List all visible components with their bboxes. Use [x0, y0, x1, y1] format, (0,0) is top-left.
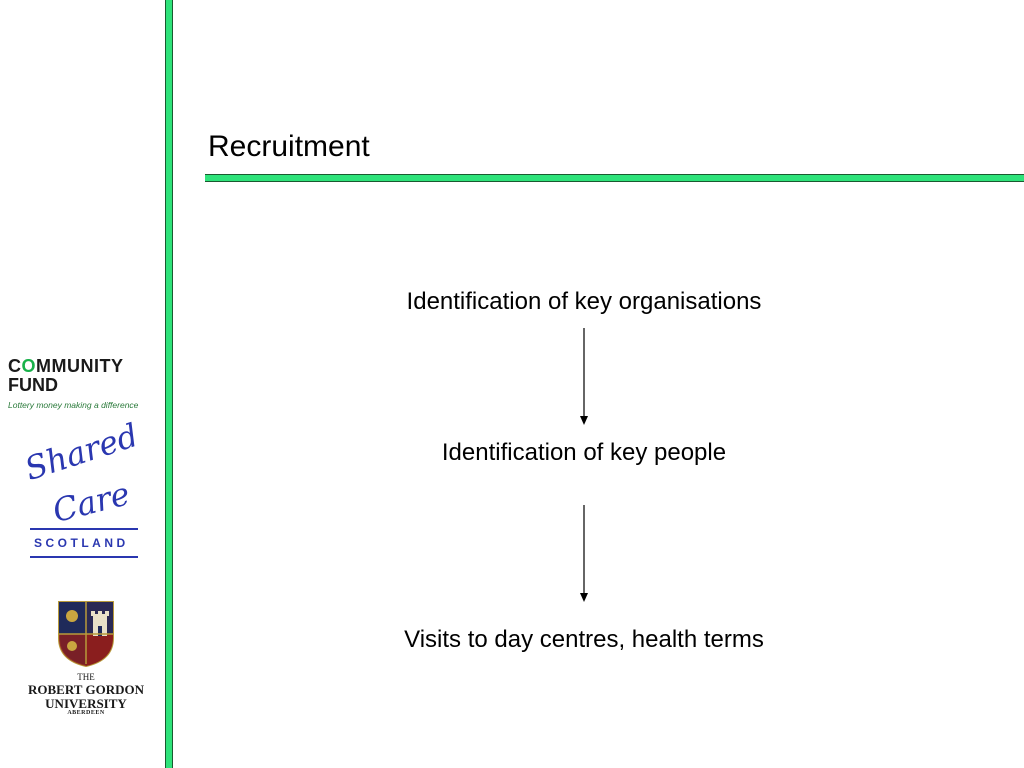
- sidebar-divider: [165, 0, 173, 768]
- rgu-line1: ROBERT GORDON: [28, 682, 144, 697]
- shared-care-word2: Care: [48, 474, 134, 530]
- robert-gordon-university-logo: THE ROBERT GORDON UNIVERSITY ABERDEEN: [20, 600, 152, 720]
- rgu-line0: THE: [77, 672, 95, 682]
- shared-care-scotland-logo: Shared Care SCOTLAND: [20, 416, 143, 566]
- community-fund-logo-line1: COMMUNITY: [8, 356, 124, 376]
- rgu-line2: UNIVERSITY: [45, 696, 127, 711]
- university-crest-icon: [58, 601, 114, 668]
- shared-care-word3: SCOTLAND: [34, 536, 129, 550]
- community-fund-logo-line2: FUND: [8, 375, 58, 395]
- community-fund-logo: COMMUNITY FUND Lottery money making a di…: [8, 356, 158, 416]
- slide-title: Recruitment: [208, 130, 370, 163]
- title-underline: [205, 174, 1024, 182]
- step-1: Identification of key organisations: [406, 288, 762, 315]
- arrow-down-icon: [580, 328, 588, 425]
- community-fund-tagline: Lottery money making a difference: [8, 400, 139, 410]
- arrow-down-icon: [580, 505, 588, 602]
- step-2: Identification of key people: [441, 439, 727, 466]
- rgu-line3: ABERDEEN: [67, 710, 105, 716]
- shared-care-rule: [30, 556, 138, 558]
- step-3: Visits to day centres, health terms: [404, 626, 764, 653]
- shared-care-rule: [30, 528, 138, 530]
